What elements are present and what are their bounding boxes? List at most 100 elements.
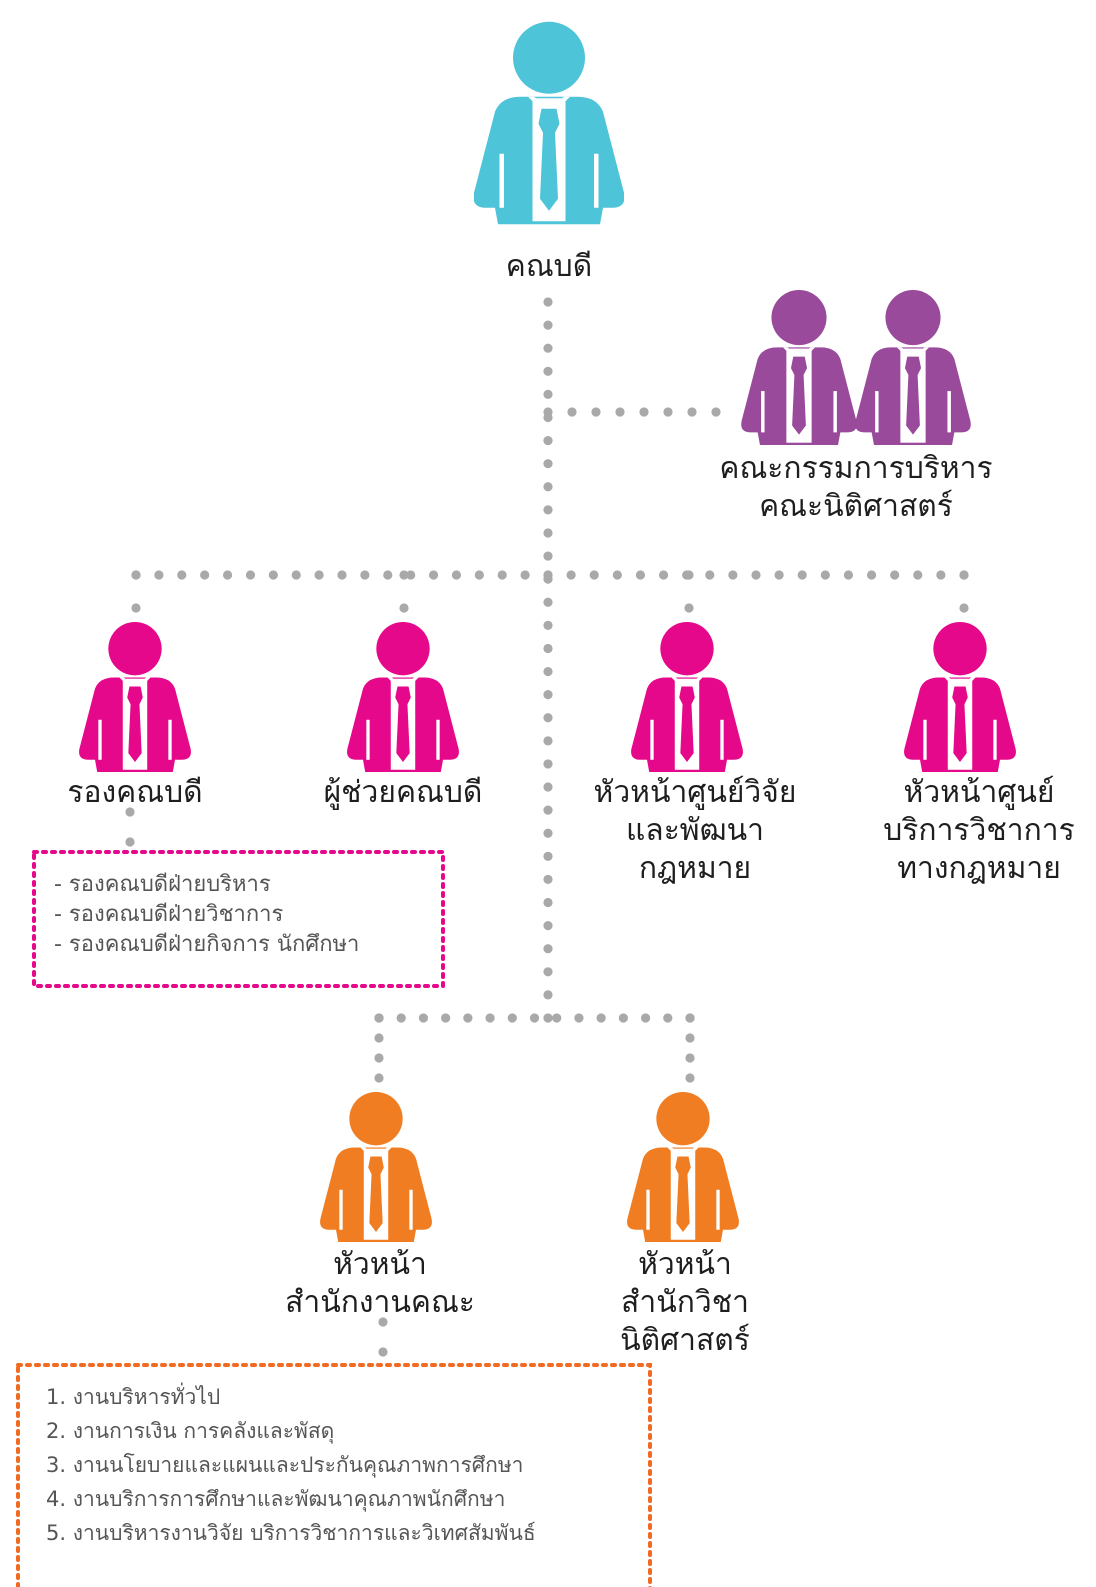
- vice-dean-person-icon: [79, 622, 191, 772]
- connector-dot: [640, 1013, 651, 1023]
- connector-dot: [131, 603, 141, 613]
- faculty-office-label-line2: สำนักงานคณะ: [285, 1285, 475, 1320]
- connector-tier2-left: [131, 570, 553, 580]
- research-center-person-icon: [631, 622, 743, 772]
- vice-dean-list: - รองคณบดีฝ่ายบริหาร - รองคณบดีฝ่ายวิชาก…: [54, 870, 359, 960]
- connector-dot: [591, 407, 601, 417]
- connector-dot: [374, 1053, 384, 1063]
- connector-dot: [543, 782, 553, 792]
- connector-dot: [685, 1053, 695, 1063]
- connector-dot: [543, 366, 553, 376]
- research-center-label-line2: และพัฒนา: [625, 813, 765, 848]
- connector-tier3: [374, 1013, 695, 1023]
- connector-dot: [543, 505, 553, 515]
- assistant-dean-label: ผู้ช่วยคณบดี: [323, 775, 483, 810]
- connector-dot: [125, 837, 135, 847]
- connector-dot: [543, 759, 553, 769]
- connector-dot: [497, 570, 507, 580]
- connector-dot: [612, 570, 622, 580]
- connector-dot: [378, 1347, 388, 1357]
- connector-dot: [913, 570, 923, 580]
- connector-dot: [543, 666, 553, 677]
- connector-dot: [396, 1013, 406, 1023]
- connector-dot: [543, 690, 553, 700]
- connector-dot: [543, 297, 553, 307]
- connector-dot: [543, 343, 553, 353]
- committee-person-icon-1: [741, 290, 857, 445]
- law-school-office-label-line1: หัวหน้า: [638, 1247, 732, 1282]
- connector-dot: [245, 570, 256, 580]
- service-center-person-icon: [904, 622, 1016, 772]
- connector-dot: [685, 1033, 695, 1043]
- connector-dot: [428, 570, 439, 580]
- connector-dot: [543, 851, 553, 861]
- connector-dot: [751, 570, 761, 580]
- connector-dot: [154, 570, 164, 580]
- connector-dot: [596, 1013, 606, 1023]
- vice-dean-label: รองคณบดี: [67, 775, 203, 810]
- connector-dot: [374, 1013, 384, 1023]
- faculty-office-label: หัวหน้า สำนักงานคณะ: [260, 1246, 500, 1322]
- vice-dean-list-item: - รองคณบดีฝ่ายวิชาการ: [54, 902, 284, 927]
- vice-dean-list-item: - รองคณบดีฝ่ายบริหาร: [54, 872, 271, 897]
- connector-dot: [663, 407, 673, 417]
- connector-faculty-office: [374, 1013, 384, 1083]
- office-task-item: 5. งานบริหารงานวิจัย บริการวิชาการและวิเ…: [46, 1521, 536, 1545]
- connector-dot: [552, 1013, 562, 1023]
- connector-dot: [200, 570, 210, 580]
- connector-trunk: [543, 297, 553, 1023]
- service-center-label-line2: บริการวิชาการ: [883, 813, 1075, 848]
- law-school-office-label: หัวหน้า สำนักวิชา นิติศาสตร์: [580, 1246, 790, 1360]
- connector-dot: [268, 570, 278, 580]
- connector-dot: [543, 990, 553, 1000]
- connector-dot: [474, 570, 484, 580]
- connector-dot: [543, 597, 553, 607]
- connector-dot: [543, 320, 553, 330]
- office-task-item: 2. งานการเงิน การคลังและพัสดุ: [46, 1419, 335, 1443]
- committee-label-line2: คณะนิติศาสตร์: [759, 489, 953, 524]
- connector-dot: [441, 1013, 451, 1023]
- connector-dot: [543, 736, 553, 746]
- connector-vice-dean: [131, 570, 141, 613]
- office-task-item: 1. งานบริหารทั่วไป: [46, 1385, 221, 1409]
- connector-tier2-right: [543, 570, 969, 580]
- connector-assistant-dean: [399, 570, 409, 613]
- connector-dot: [337, 570, 347, 580]
- law-school-office-label-line2: สำนักวิชา: [621, 1285, 749, 1320]
- connector-research-center: [684, 570, 694, 613]
- connector-vice-dean-list: [125, 807, 135, 847]
- office-task-item: 4. งานบริการการศึกษาและพัฒนาคุณภาพนักศึก…: [46, 1487, 506, 1511]
- connector-dot: [820, 570, 830, 580]
- connector-dot: [615, 407, 625, 417]
- connector-dot: [291, 570, 301, 580]
- connector-dot: [774, 570, 784, 580]
- connector-dot: [374, 1073, 384, 1083]
- connector-dot: [890, 570, 900, 580]
- connector-dot: [959, 570, 969, 580]
- connector-dot: [463, 1013, 473, 1023]
- connector-dot: [618, 1013, 628, 1023]
- icons: [79, 21, 1016, 1242]
- connector-dot: [589, 570, 599, 580]
- office-tasks-border: [16, 1363, 652, 1587]
- connector-dot: [567, 407, 577, 417]
- service-center-label-line3: ทางกฎหมาย: [897, 851, 1061, 886]
- research-center-label: หัวหน้าศูนย์วิจัย และพัฒนา กฎหมาย: [570, 774, 820, 888]
- office-task-item: 3. งานนโยบายและแผนและประกันคุณภาพการศึกษ…: [46, 1453, 524, 1477]
- assistant-dean-person-icon: [347, 622, 459, 772]
- connector-dot: [728, 570, 738, 580]
- vice-dean-list-border: [32, 850, 445, 988]
- connector-dot: [543, 874, 553, 885]
- connector-dot: [936, 570, 946, 580]
- connector-dot: [360, 570, 370, 580]
- connector-dot: [574, 1013, 584, 1023]
- connector-dot: [543, 528, 553, 538]
- connector-dot: [843, 570, 854, 580]
- connector-dot: [378, 1317, 388, 1327]
- vice-dean-list-item: - รองคณบดีฝ่ายกิจการ นักศึกษา: [54, 932, 360, 957]
- connector-law-school-office: [685, 1013, 695, 1083]
- connector-dot: [543, 435, 553, 446]
- connector-dot: [543, 407, 553, 417]
- connector-dot: [543, 944, 553, 954]
- connector-dot: [685, 1013, 695, 1023]
